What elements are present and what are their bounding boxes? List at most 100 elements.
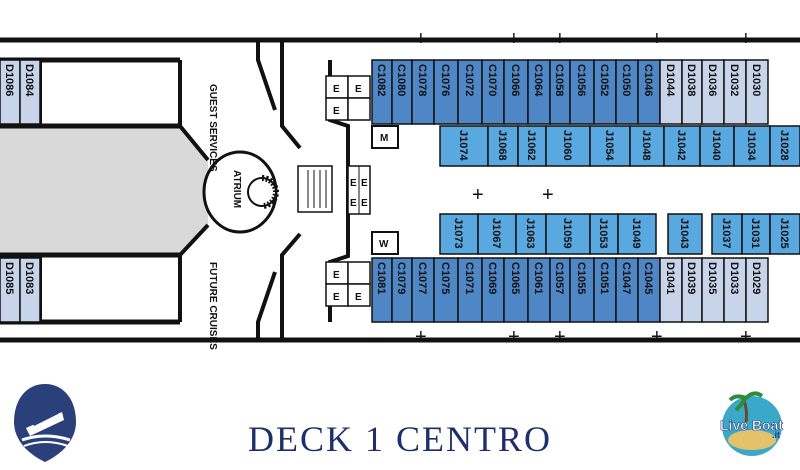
elevators-center: E E E E [347,165,371,215]
cabin-label: C1051 [598,262,610,294]
cabin-c1076[interactable] [433,59,459,125]
elevators-bottom: E E E [325,261,371,307]
cabin-label: D1032 [728,64,740,96]
cabin-label: C1050 [620,64,632,96]
cabin-label: J1053 [597,218,609,249]
cabin-label: C1081 [375,262,387,294]
cabin-j1043[interactable] [667,213,703,255]
liveboat-logo-icon: Live Boat .it [720,391,784,456]
cabin-d1084[interactable] [19,59,41,125]
cabin-j1059[interactable] [545,213,591,255]
cabin-label: J1048 [640,130,652,161]
cabin-label: D1083 [23,262,35,294]
cabin-label: C1057 [553,262,565,294]
cabin-label: J1063 [524,218,536,249]
cabin-c1055[interactable] [569,257,595,323]
svg-text:Live Boat: Live Boat [720,417,783,433]
plus-marker: + [740,326,752,348]
deck-title: DECK 1 CENTRO [248,419,552,459]
svg-text:E: E [333,106,340,117]
plus-marker: + [508,28,520,50]
atrium-label: ATRIUM [231,170,242,208]
cabin-label: C1058 [553,64,565,96]
cabin-j1053[interactable] [589,213,619,255]
cabin-label: C1082 [375,64,387,96]
cabin-j1067[interactable] [477,213,517,255]
cabin-row-top: D1086 D1084 C1082 C1080 C1078 C1076 C1072 C1070… [0,59,769,125]
cabin-label: C1076 [439,64,451,96]
cabin-c1072[interactable] [457,59,483,125]
cabin-label: C1080 [395,64,407,96]
svg-text:M: M [380,133,388,144]
cabin-label: J1060 [561,130,573,161]
cabin-label: C1070 [486,64,498,96]
cabin-j1040[interactable] [699,125,735,167]
guest-services-label: GUEST SERVICES [207,84,218,172]
cabin-label: C1075 [439,262,451,294]
cabin-j1068[interactable] [487,125,519,167]
cabin-j1025[interactable] [769,213,800,255]
cabin-j1060[interactable] [545,125,591,167]
plus-marker: + [554,326,566,348]
cabin-c1066[interactable] [503,59,529,125]
cabin-d1083[interactable] [19,257,41,323]
cabin-j1042[interactable] [663,125,701,167]
cabin-label: C1045 [642,262,654,294]
atrium: ATRIUM [202,150,279,234]
cabin-label: D1039 [685,262,697,294]
cabin-c1075[interactable] [433,257,459,323]
cabin-label: C1065 [509,262,521,294]
restroom-men: M [371,125,399,149]
plus-marker: + [740,28,752,50]
cabin-label: C1047 [620,262,632,294]
cabin-label: C1079 [395,262,407,294]
cabin-j1049[interactable] [617,213,657,255]
cabin-label: D1084 [23,64,35,97]
cabin-j1063[interactable] [515,213,547,255]
cabin-label: J1062 [525,130,537,161]
cabin-label: D1033 [728,262,740,294]
plus-marker: + [542,184,554,206]
svg-text:E: E [361,178,368,189]
cabin-label: D1086 [3,64,15,96]
deck-plan: ATRIUM E E E [0,28,800,350]
cabin-label: C1066 [509,64,521,96]
cabin-label: J1040 [710,130,722,161]
svg-text:E: E [361,198,368,209]
cabin-label: J1068 [496,130,508,161]
cabin-label: C1056 [575,64,587,96]
cabin-label: J1043 [678,218,690,249]
cabin-label: J1037 [720,218,732,249]
cabin-label: J1074 [457,130,469,161]
plus-marker: + [554,28,566,50]
cabin-j1031[interactable] [741,213,771,255]
cabin-j1037[interactable] [711,213,743,255]
cabin-label: C1055 [575,262,587,294]
cabin-label: C1052 [598,64,610,96]
cabin-label: J1025 [778,218,790,249]
cabin-label: J1059 [561,218,573,249]
plus-marker: + [415,326,427,348]
staircase [297,165,333,213]
cabin-label: C1072 [463,64,475,96]
cabin-label: J1054 [603,130,615,161]
plus-marker: + [472,184,484,206]
cabin-label: C1078 [416,64,428,96]
cabin-label: J1028 [778,130,790,161]
plus-marker: + [415,28,427,50]
cabin-label: C1077 [416,262,428,294]
cabin-d1030[interactable] [745,59,769,125]
svg-text:E: E [333,84,340,95]
cabin-label: C1071 [463,262,475,294]
cabin-j1074[interactable] [439,125,489,167]
svg-text:E: E [333,270,340,281]
cabin-j1028[interactable] [769,125,800,167]
plus-marker: + [508,326,520,348]
svg-text:E: E [355,84,362,95]
cabin-d1029[interactable] [745,257,769,323]
svg-text:.it: .it [772,430,780,440]
svg-text:W: W [379,239,389,250]
